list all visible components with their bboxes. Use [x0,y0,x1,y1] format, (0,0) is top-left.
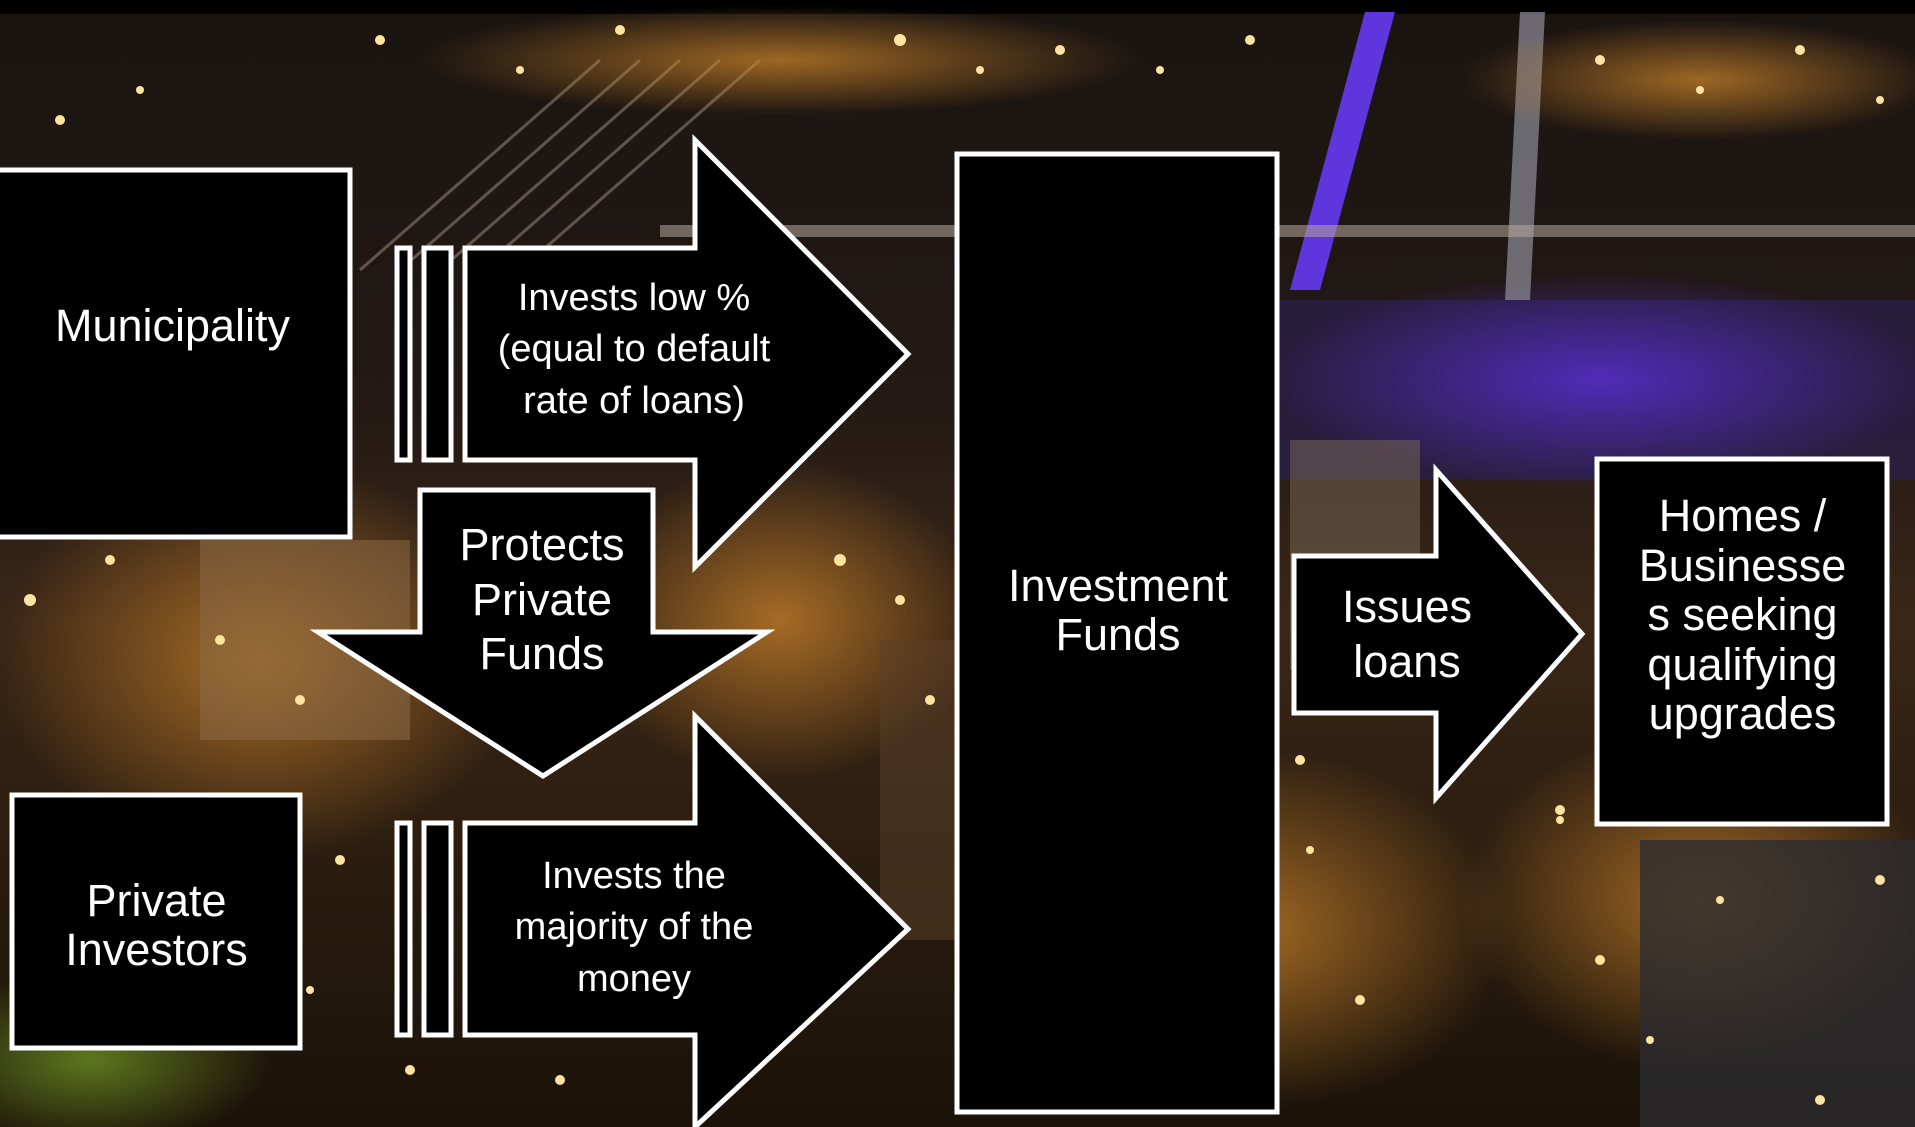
private-invests-label: Invests the majority of the money [466,848,802,1008]
homes-businesses-text: Homes / Businesse s seeking qualifying u… [1638,490,1847,740]
homes-businesses-label: Homes / Businesse s seeking qualifying u… [1600,465,1885,765]
municipality-invests-text: Invests low % (equal to default rate of … [497,277,771,422]
private-investors-box [9,792,303,1051]
issues-loans-arrow [1291,463,1586,805]
private-invests-arrow [394,709,912,1127]
private-investors-text: Private Investors [65,874,248,975]
investment-funds-text: Investment Funds [1007,559,1229,660]
private-invests-text: Invests the majority of the money [514,855,754,1000]
protects-private-arrow [309,487,776,779]
private-investors-label: Private Investors [15,860,298,990]
investment-funds-box [954,151,1280,1115]
municipality-invests-label: Invests low % (equal to default rate of … [466,270,802,430]
protects-private-label: Protects Private Funds [422,510,662,690]
municipality-label: Municipality [0,280,345,372]
municipality-box [0,167,353,540]
issues-loans-text: Issues loans [1341,581,1473,687]
protects-private-text: Protects Private Funds [459,518,625,680]
issues-loans-label: Issues loans [1297,575,1517,695]
investment-funds-label: Investment Funds [960,545,1276,675]
municipality-invests-arrow [394,133,912,574]
homes-businesses-box [1594,456,1890,827]
municipality-text: Municipality [54,300,291,352]
diagram-shapes [0,133,1890,1127]
